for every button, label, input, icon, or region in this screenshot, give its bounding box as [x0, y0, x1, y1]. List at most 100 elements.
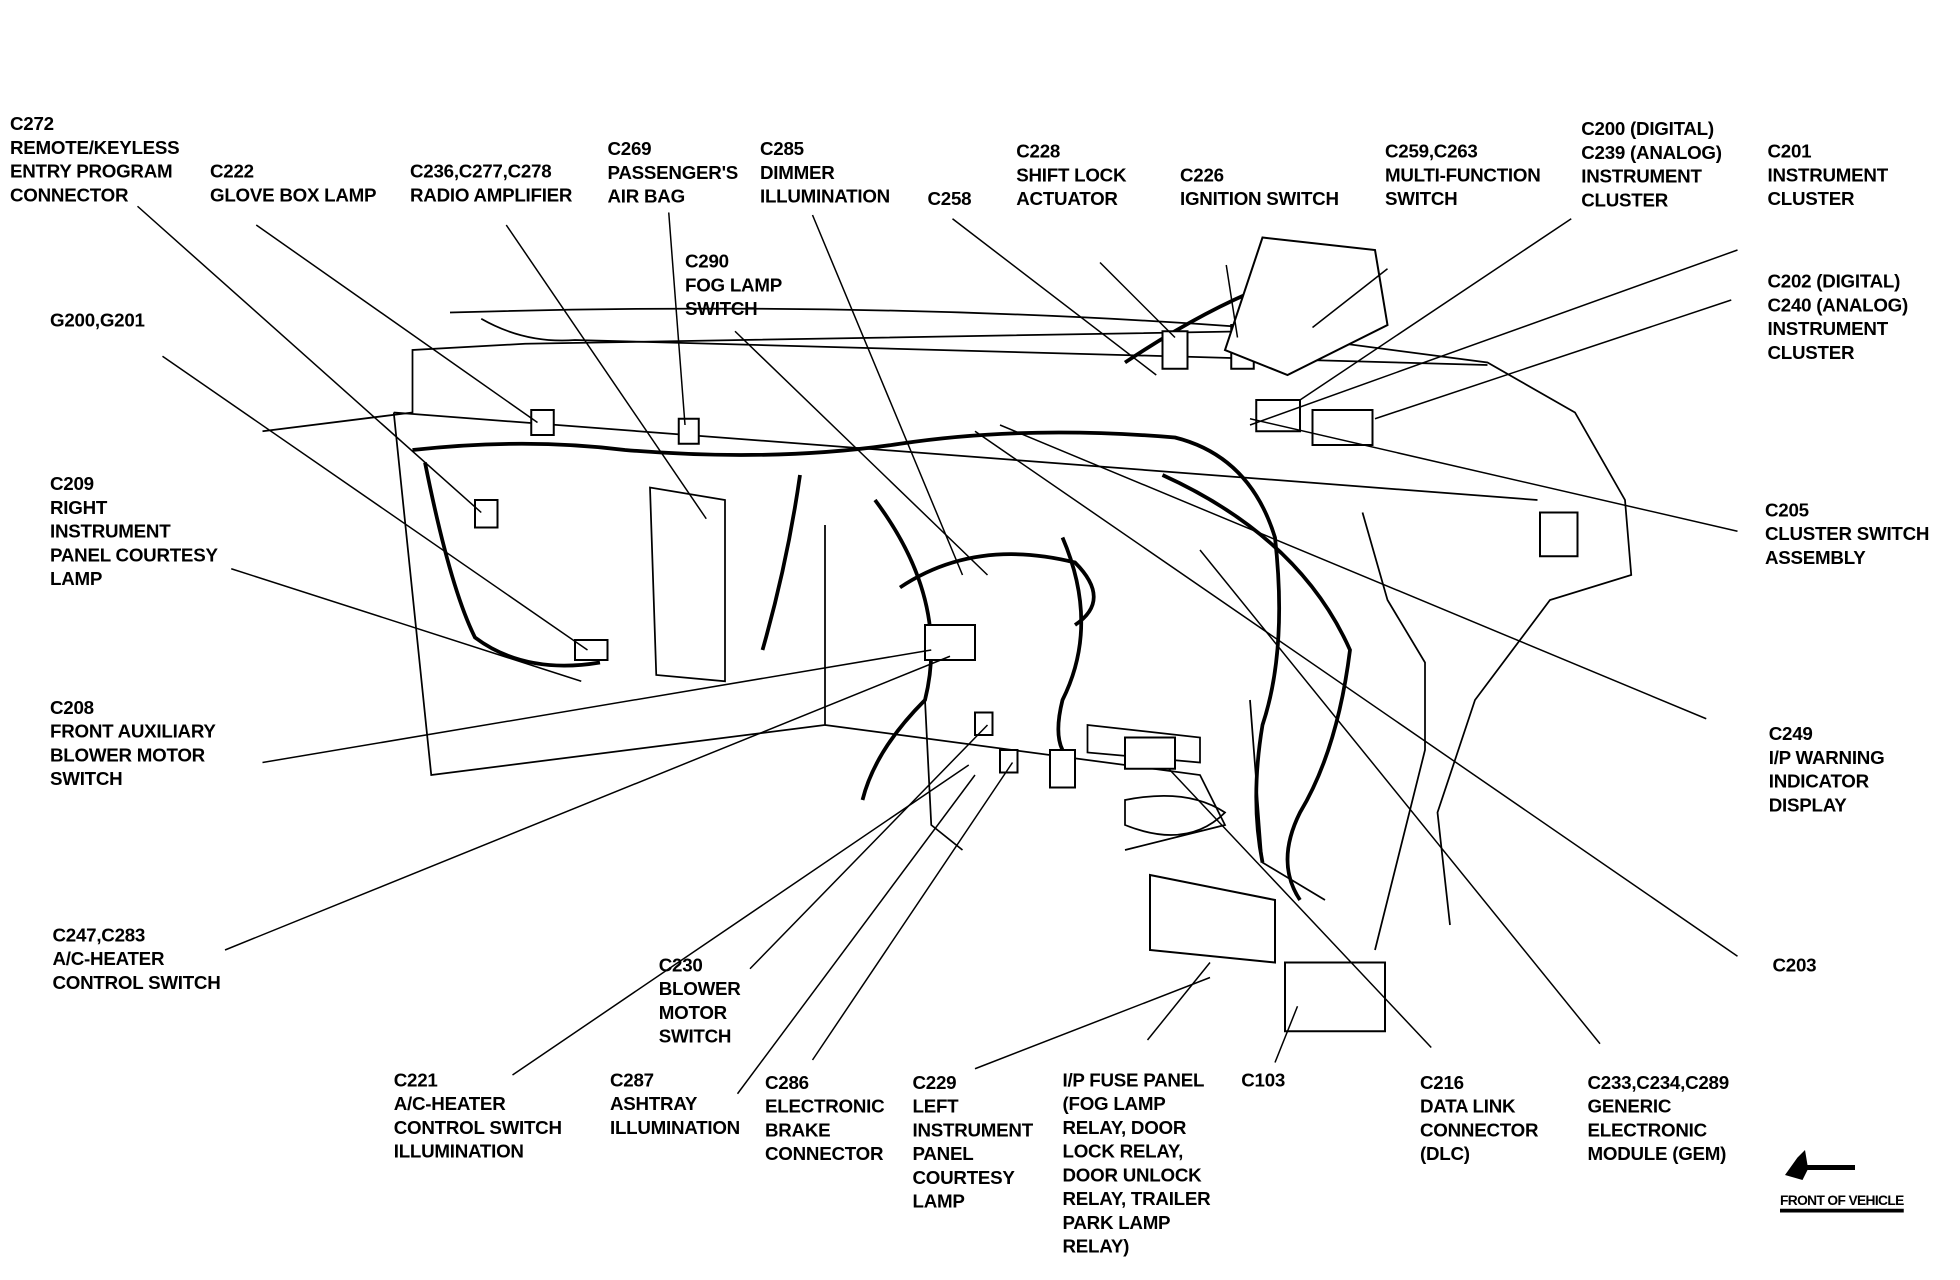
connector-c286: [999, 749, 1019, 774]
label-line: C240 (ANALOG): [1767, 295, 1909, 317]
label-line: SWITCH: [685, 298, 758, 320]
label-line: C272: [10, 113, 54, 135]
label-line: ACTUATOR: [1016, 188, 1118, 210]
label-line: A/C-HEATER: [52, 948, 165, 970]
label-line: COURTESY: [912, 1167, 1015, 1189]
label-line: C236,C277,C278: [410, 161, 552, 183]
label-line: CLUSTER SWITCH: [1765, 523, 1930, 545]
label-c203: C203: [1773, 954, 1817, 978]
label-line: C290: [685, 251, 729, 273]
label-line: ELECTRONIC: [1587, 1120, 1708, 1142]
label-line: GLOVE BOX LAMP: [210, 185, 377, 207]
label-line: CONTROL SWITCH: [393, 1117, 562, 1139]
label-line: PASSENGER'S: [607, 162, 739, 184]
label-line: (DLC): [1420, 1143, 1470, 1165]
label-line: C103: [1241, 1070, 1286, 1092]
label-line: INSTRUMENT: [1767, 165, 1889, 187]
label-line: MULTI-FUNCTION: [1385, 165, 1541, 187]
label-line: INSTRUMENT: [1767, 318, 1889, 340]
label-line: (FOG LAMP: [1062, 1093, 1166, 1115]
label-line: DATA LINK: [1420, 1096, 1516, 1118]
label-line: RELAY, TRAILER: [1062, 1188, 1211, 1210]
connector-c202: [1311, 409, 1374, 446]
label-line: ILLUMINATION: [393, 1141, 524, 1163]
label-line: SWITCH: [1385, 188, 1458, 210]
label-line: ENTRY PROGRAM: [10, 161, 173, 183]
label-line: C209: [50, 473, 94, 495]
label-line: IGNITION SWITCH: [1180, 188, 1339, 210]
front-of-vehicle-label: FRONT OF VEHICLE: [1780, 1194, 1904, 1213]
connector-c209: [574, 639, 609, 661]
label-line: SWITCH: [50, 768, 123, 790]
label-line: RELAY): [1062, 1236, 1130, 1258]
label-line: CONTROL SWITCH: [52, 972, 221, 994]
front-arrow-icon: [1785, 1150, 1855, 1180]
label-line: C258: [927, 188, 972, 210]
label-line: PANEL: [912, 1143, 974, 1165]
label-line: INSTRUMENT: [912, 1120, 1034, 1142]
label-line: GENERIC: [1587, 1096, 1672, 1118]
front-of-vehicle-indicator: FRONT OF VEHICLE: [1780, 1148, 1955, 1213]
label-line: PANEL COURTESY: [50, 545, 218, 567]
label-line: BLOWER MOTOR: [50, 745, 205, 767]
label-line: REMOTE/KEYLESS: [10, 137, 180, 159]
label-line: I/P FUSE PANEL: [1062, 1070, 1205, 1092]
label-line: DOOR UNLOCK: [1062, 1165, 1202, 1187]
label-c258: C258: [928, 188, 972, 212]
connector-c222: [530, 409, 555, 436]
label-line: C247,C283: [52, 925, 146, 947]
label-line: LAMP: [50, 568, 103, 590]
label-line: C222: [210, 161, 254, 183]
connectors: [474, 236, 1579, 1033]
label-line: C202 (DIGITAL): [1767, 271, 1901, 293]
steering-column-switch: [1223, 236, 1389, 377]
label-line: C230: [658, 955, 703, 977]
label-c103: C103: [1241, 1069, 1285, 1093]
label-line: LOCK RELAY,: [1062, 1141, 1184, 1163]
label-line: C249: [1768, 723, 1813, 745]
label-line: SHIFT LOCK: [1016, 165, 1127, 187]
label-line: G200,G201: [50, 310, 145, 332]
label-line: C216: [1420, 1072, 1464, 1094]
connector-c272: [474, 499, 499, 529]
label-line: C287: [610, 1070, 654, 1092]
label-line: SWITCH: [658, 1026, 732, 1048]
label-line: MOTOR: [658, 1002, 727, 1024]
label-line: CONNECTOR: [10, 185, 129, 207]
label-line: C239 (ANALOG): [1581, 142, 1722, 164]
label-line: PARK LAMP: [1062, 1212, 1171, 1234]
label-line: LAMP: [912, 1191, 965, 1213]
label-line: RADIO AMPLIFIER: [410, 185, 573, 207]
leader-lines: [137, 205, 1738, 1095]
connector-c269: [677, 417, 700, 445]
label-line: CONNECTOR: [765, 1143, 884, 1165]
connector-c216: [1124, 736, 1176, 770]
label-line: C285: [760, 138, 804, 160]
label-line: C205: [1765, 500, 1809, 522]
label-line: ASSEMBLY: [1765, 547, 1866, 569]
label-line: DIMMER: [760, 162, 835, 184]
label-line: RIGHT: [50, 497, 108, 519]
label-line: CLUSTER: [1581, 190, 1669, 212]
connector-c208: [924, 624, 976, 661]
label-line: AIR BAG: [607, 186, 686, 208]
label-line: C286: [765, 1072, 809, 1094]
